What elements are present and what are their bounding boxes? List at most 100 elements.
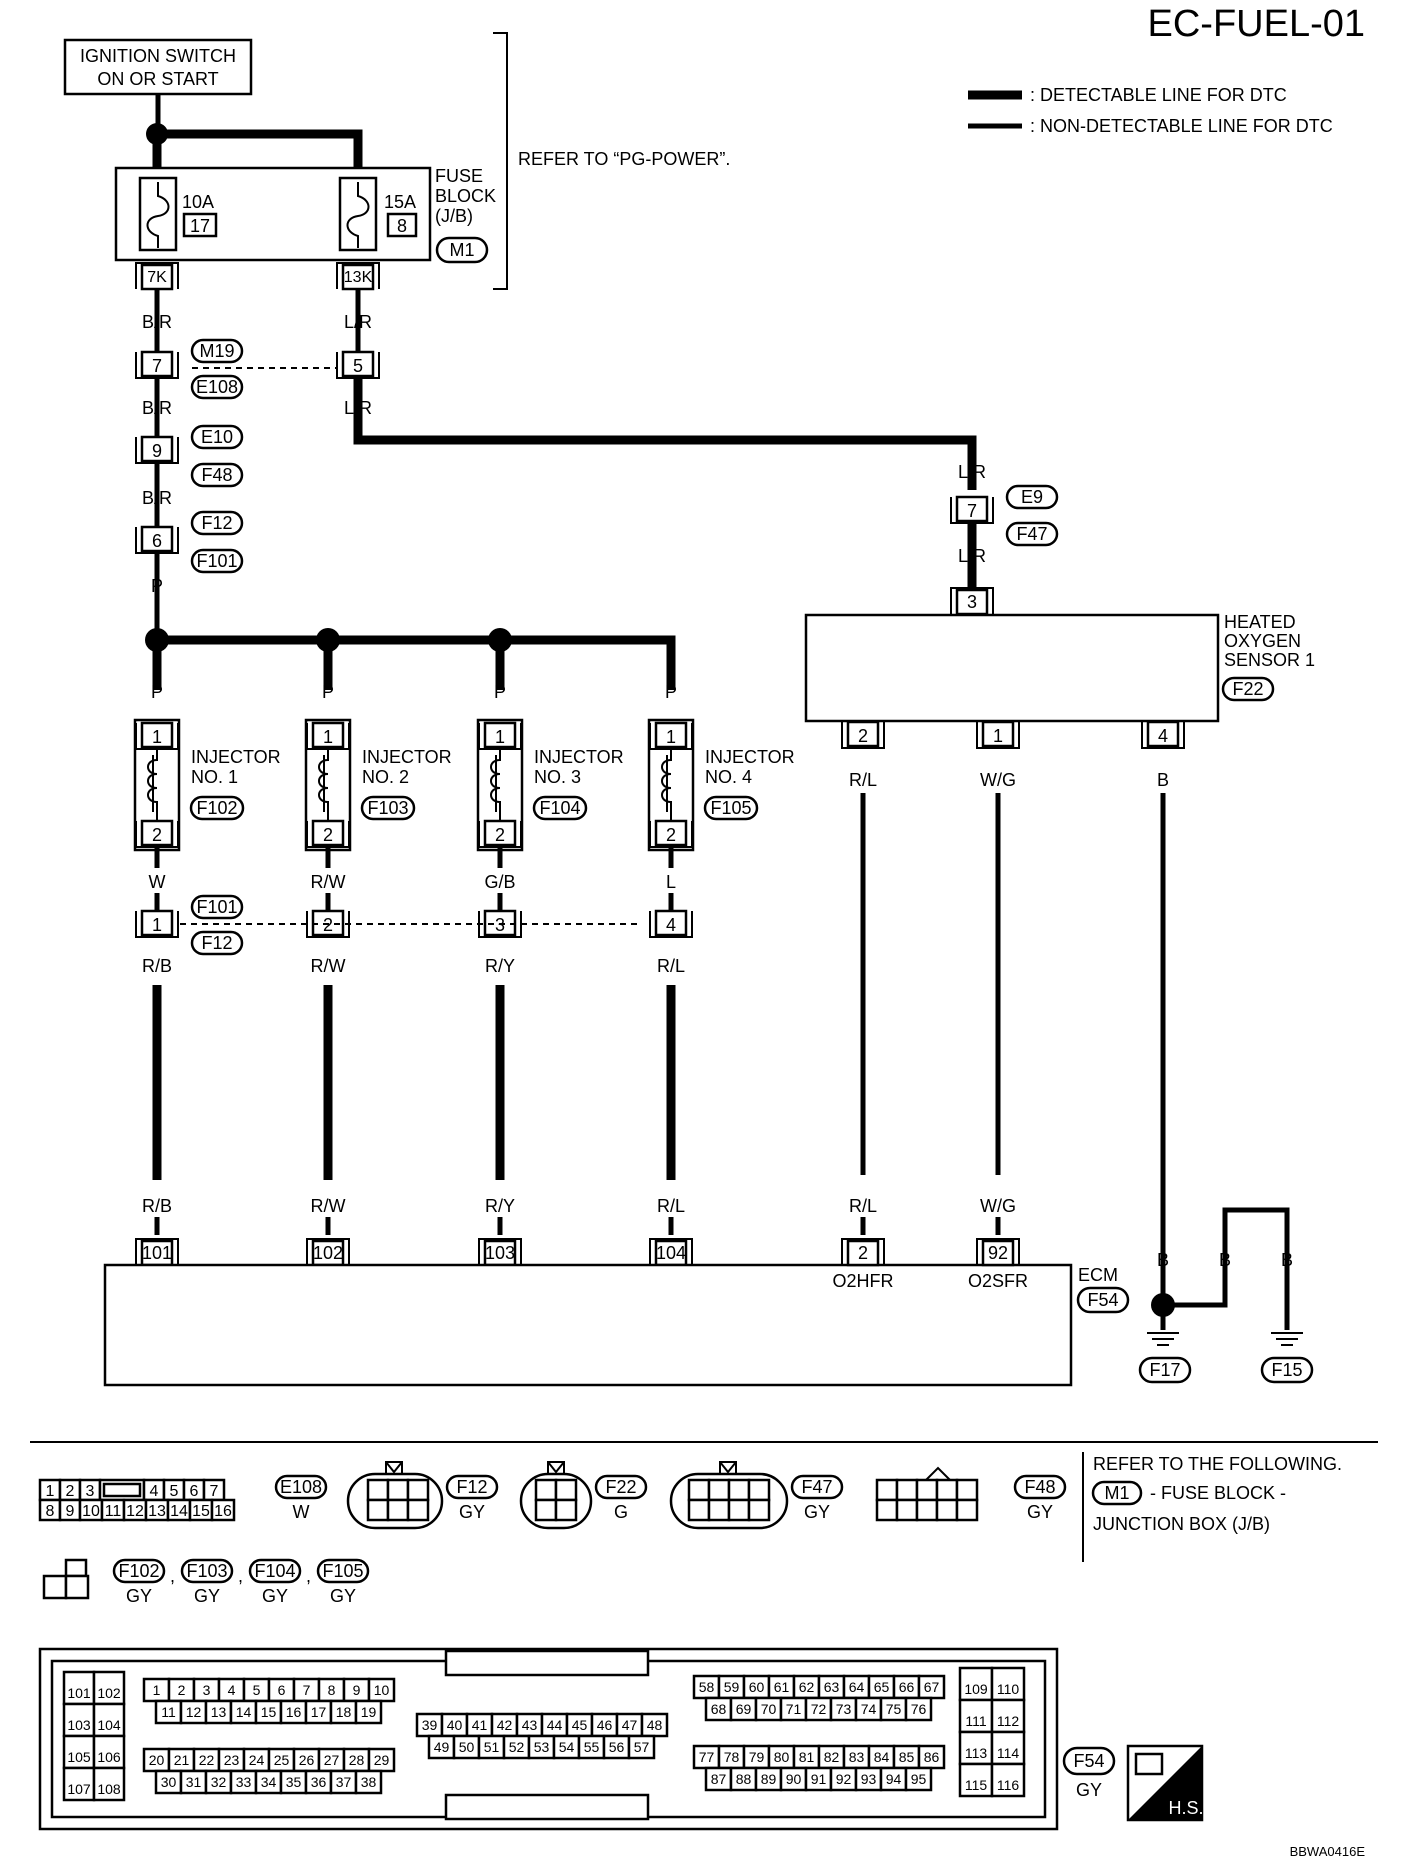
ecm-conn-pin-79: 79	[749, 1749, 765, 1765]
e108-pin-2: 2	[66, 1483, 75, 1500]
ecm-conn-pin-1: 1	[153, 1682, 161, 1698]
ecm-pin-102: 102	[313, 1243, 343, 1263]
fuse-left-no: 17	[190, 216, 210, 236]
ecm-conn-pin-24: 24	[249, 1752, 265, 1768]
junction-pin-1: 1	[152, 915, 162, 935]
ho2s-pin-2: 2	[858, 726, 868, 746]
ecm-conn-pin-5: 5	[253, 1682, 261, 1698]
ecm-conn-pin-58: 58	[699, 1679, 715, 1695]
cv-inj-color-2: GY	[194, 1586, 220, 1606]
fuse-block-connector: M1	[449, 240, 474, 260]
e108-pin-7: 7	[210, 1483, 219, 1500]
injector-1-conn: F102	[196, 798, 237, 818]
conn-f47: F47	[1016, 524, 1047, 544]
conn-e108: E108	[196, 377, 238, 397]
injector-3-wire-p: P	[494, 682, 506, 702]
ecm-conn-pin-86: 86	[924, 1749, 940, 1765]
ecm-conn-pin-67: 67	[924, 1679, 940, 1695]
injector-1-wire-out-bottom: R/B	[142, 1196, 172, 1216]
ecm-conn-pin-91: 91	[811, 1771, 827, 1787]
ecm-conn-pin-71: 71	[786, 1701, 802, 1717]
injector-2-wire-out-bottom: R/W	[311, 1196, 346, 1216]
injector-4-wire-in: L	[666, 872, 676, 892]
ecm-conn-pin-85: 85	[899, 1749, 915, 1765]
ecm-conn-pin-92: 92	[836, 1771, 852, 1787]
junction-pin-4: 4	[666, 915, 676, 935]
splice-p-1	[145, 628, 169, 652]
refer-pg-power: REFER TO “PG-POWER”.	[518, 149, 730, 169]
ecm-conn-pin-32: 32	[211, 1774, 227, 1790]
gnd-wire-b1: B	[1157, 1250, 1169, 1270]
ecm-conn-pin-13: 13	[211, 1704, 227, 1720]
e108-pin-6: 6	[190, 1483, 199, 1500]
ecm-conn-pin-20: 20	[149, 1752, 165, 1768]
wire-lr-4: L/R	[958, 546, 986, 566]
ho2s-label1: HEATED	[1224, 612, 1296, 632]
ecm-conn-pin-49: 49	[434, 1739, 450, 1755]
injector-2-pin-1: 1	[323, 727, 333, 747]
ecm-conn-pin-78: 78	[724, 1749, 740, 1765]
ecm-conn-pin-56: 56	[609, 1739, 625, 1755]
ecm-conn-pin-37: 37	[336, 1774, 352, 1790]
ecm-conn-pin-3: 3	[203, 1682, 211, 1698]
pin-9-e10: 9	[152, 441, 162, 461]
ground-f15: F15	[1271, 1360, 1302, 1380]
ecm-conn-pin-54: 54	[559, 1739, 575, 1755]
cv-f48-color: GY	[1027, 1502, 1053, 1522]
ecm-conn-pin-64: 64	[849, 1679, 865, 1695]
conn-e9: E9	[1021, 487, 1043, 507]
injector-4-pin-1: 1	[666, 727, 676, 747]
ecm-conn-pin-30: 30	[161, 1774, 177, 1790]
ecm-conn-pin-109: 109	[964, 1681, 988, 1697]
e108-pin-8: 8	[46, 1503, 55, 1520]
ecm-conn-pin-14: 14	[236, 1704, 252, 1720]
ecm-conn-pin-12: 12	[186, 1704, 202, 1720]
ground-f17: F17	[1149, 1360, 1180, 1380]
ecm-conn-pin-8: 8	[328, 1682, 336, 1698]
conn-f22: F22	[1232, 679, 1263, 699]
ecm-conn-pin-80: 80	[774, 1749, 790, 1765]
fuse-block-label3: (J/B)	[435, 206, 473, 226]
ecm-conn-pin-38: 38	[361, 1774, 377, 1790]
ecm-conn-pin-4: 4	[228, 1682, 236, 1698]
e108-pin-13: 13	[148, 1503, 166, 1520]
cv-inj-sep-2: ,	[238, 1566, 243, 1586]
ecm-conn-pin-25: 25	[274, 1752, 290, 1768]
page-title: EC-FUEL-01	[1148, 3, 1366, 45]
cv-inj-1: F102	[118, 1561, 159, 1581]
e108-pin-3: 3	[86, 1483, 95, 1500]
ecm-conn-pin-41: 41	[472, 1717, 488, 1733]
ecm-conn-pin-46: 46	[597, 1717, 613, 1733]
ecm-wire-rl: R/L	[849, 1196, 877, 1216]
ignition-switch-box	[63, 38, 253, 96]
conn-f101-top: F101	[196, 551, 237, 571]
ecm-conn-pin-110: 110	[997, 1681, 1020, 1697]
wire-p-main: P	[151, 576, 163, 596]
injector-1-no: NO. 1	[191, 767, 238, 787]
ecm-conn-pin-11: 11	[161, 1704, 176, 1720]
injector-2-no: NO. 2	[362, 767, 409, 787]
conn-f12-bottom: F12	[201, 933, 232, 953]
ecm-conn-pin-44: 44	[547, 1717, 563, 1733]
hs-label: H.S.	[1168, 1798, 1203, 1818]
cv-f22-color: G	[614, 1502, 628, 1522]
ecm-conn-pin-68: 68	[711, 1701, 727, 1717]
legend-non-detectable: : NON-DETECTABLE LINE FOR DTC	[1030, 116, 1333, 136]
ecm-conn-pin-65: 65	[874, 1679, 890, 1695]
ecm-conn-pin-93: 93	[861, 1771, 877, 1787]
ecm-conn-pin-29: 29	[374, 1752, 390, 1768]
legend-detectable: : DETECTABLE LINE FOR DTC	[1030, 85, 1287, 105]
ecm-conn-pin-42: 42	[497, 1717, 513, 1733]
cv-inj-color-3: GY	[262, 1586, 288, 1606]
splice-p-3	[488, 628, 512, 652]
ecm-conn-pin-39: 39	[422, 1717, 438, 1733]
wire-br-2: B/R	[142, 398, 172, 418]
ecm-box	[103, 1263, 1073, 1387]
ecm-label-o2sfr: O2SFR	[968, 1271, 1028, 1291]
ecm-conn-pin-90: 90	[786, 1771, 802, 1787]
ecm-conn-pin-19: 19	[361, 1704, 377, 1720]
e108-pin-14: 14	[170, 1503, 188, 1520]
ecm-conn-pin-113: 113	[965, 1745, 988, 1761]
injector-4-wire-p: P	[665, 682, 677, 702]
